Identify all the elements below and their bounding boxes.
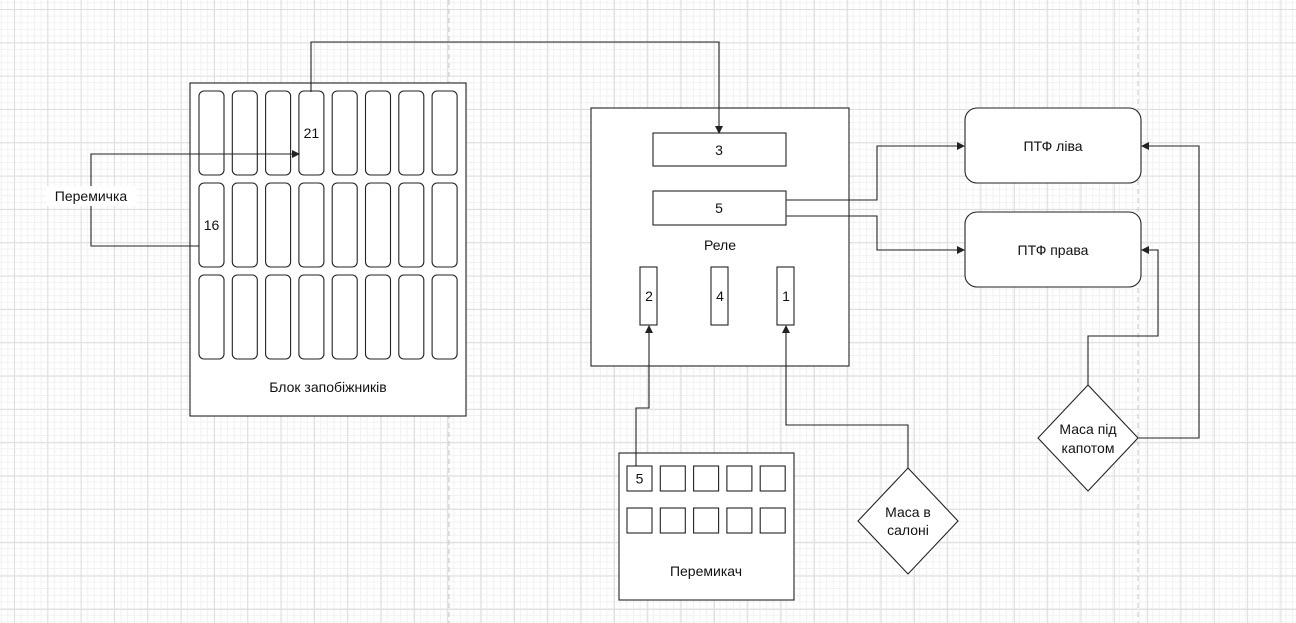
fuse-slot[interactable] [298,182,325,268]
fuse-slot[interactable] [331,182,358,268]
jumper-label-bg [46,186,136,206]
fuse-slot[interactable] [231,182,258,268]
fog-light-right-label: ПТФ права [1018,242,1089,258]
arrowhead [782,325,790,333]
fog-light-left-box[interactable] [964,107,1142,184]
fuse-slot[interactable] [398,90,425,176]
relay-pin-1-label: 1 [782,288,790,304]
fog-light-right-box[interactable] [964,211,1142,288]
wire-ground-hood-to-fog-left[interactable] [1138,145,1200,439]
arrowhead [1141,246,1149,254]
fuse-slot[interactable] [265,274,292,360]
switch-key[interactable] [659,465,686,492]
ground-cabin-label-line2: салоні [887,522,929,538]
fuse-slot[interactable] [364,274,392,360]
switch-key[interactable] [759,465,786,492]
arrowhead [957,142,965,150]
fuse-slot[interactable] [231,274,258,360]
fog-light-left[interactable]: ПТФ ліва [964,107,1142,184]
fuse-slot[interactable] [364,90,392,176]
relay-label: Реле [704,237,736,253]
wire-fuse21-to-relay3[interactable] [310,41,720,128]
relay-pin-4-label: 4 [716,288,724,304]
fuse-number-label: 16 [204,217,220,233]
fuse-slot[interactable] [398,182,425,268]
arrowhead [957,246,965,254]
ground-hood-label-line2: капотом [1062,440,1115,456]
switch-key[interactable] [759,507,786,534]
relay[interactable]: 3 5 Реле 2 4 1 [590,107,850,367]
switch-key[interactable] [659,507,686,534]
fog-light-left-label: ПТФ ліва [1023,138,1082,154]
fuse-slot[interactable] [198,182,225,268]
fuse-slot[interactable] [198,274,225,360]
fuse-slot[interactable] [331,274,358,360]
relay-pin-1[interactable] [776,266,795,326]
arrowhead [715,126,723,134]
wire-ground-hood-to-fog-right[interactable] [1087,249,1159,385]
ground-cabin-diamond[interactable] [857,467,959,575]
ground-hood-label-line1: Маса під [1059,421,1116,437]
fuse-slot[interactable] [231,90,258,176]
switch-grid: 5 [626,465,786,534]
relay-pin-2[interactable] [639,266,658,326]
switch-key[interactable] [626,465,653,492]
relay-pin-5[interactable] [652,190,787,226]
arrowhead [1141,142,1149,150]
wire-switch5-to-relay2[interactable] [635,331,650,466]
relay-pin-2-label: 2 [645,288,653,304]
wire-relay5-to-fog-left[interactable] [786,145,959,201]
fuse-block-label: Блок запобіжників [269,379,386,395]
fuse-block[interactable]: 21 16 Блок запобіжників [189,82,467,417]
fuse-slot[interactable] [265,182,292,268]
relay-pin-3-label: 3 [715,142,723,158]
wire-ground-cabin-to-relay1[interactable] [785,331,909,468]
switch-key[interactable] [726,507,753,534]
arrowhead [292,150,300,158]
fuse-block-frame[interactable] [189,82,467,417]
jumper-label: Перемичка [55,188,128,204]
ground-cabin[interactable]: Маса в салоні [857,467,959,575]
fuse-slot[interactable] [431,182,458,268]
ground-cabin-label-line1: Маса в [885,504,931,520]
wires: Перемичка [46,41,1200,468]
fuse-slot[interactable] [331,90,358,176]
switch-key[interactable] [693,507,720,534]
fuse-slot[interactable] [298,274,325,360]
fuse-slot[interactable] [398,274,425,360]
fog-light-right[interactable]: ПТФ права [964,211,1142,288]
switch-key-label: 5 [636,471,644,487]
fuse-slot[interactable] [198,90,225,176]
switch-key[interactable] [626,507,653,534]
relay-pin-5-label: 5 [715,200,723,216]
fuse-slot[interactable] [364,182,392,268]
switch-key[interactable] [726,465,753,492]
switch-label: Перемикач [670,563,742,579]
arrowhead [645,325,653,333]
fuse-slot[interactable] [431,274,458,360]
wire-relay5-to-fog-right[interactable] [786,215,959,251]
switch-key[interactable] [693,465,720,492]
relay-pin-4[interactable] [710,266,729,326]
ground-hood-diamond[interactable] [1037,384,1139,492]
fuse-slot[interactable] [431,90,458,176]
fuse-number-label: 21 [304,125,320,141]
switch[interactable]: 5 Перемикач [618,452,795,601]
ground-hood[interactable]: Маса під капотом [1037,384,1139,492]
fuse-slot[interactable] [265,90,292,176]
